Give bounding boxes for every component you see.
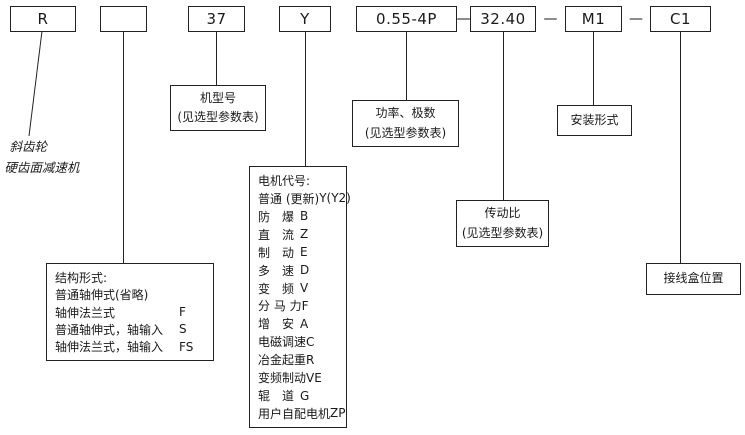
motor-code-row: 制 动 E: [258, 244, 338, 261]
motor-code-code: E: [300, 245, 308, 260]
motor-code-label: 制 动: [258, 245, 295, 260]
motor-code-row: 辊 道 G: [258, 387, 338, 404]
frame-size-line-1: 机型号: [199, 90, 236, 105]
reducer-type-line-1: 斜齿轮: [8, 139, 51, 154]
mounting-line-1: 安装形式: [570, 112, 619, 127]
motor-code-row: 变频制动 VE: [258, 369, 338, 386]
code-box-frame-size: 37: [188, 6, 245, 32]
motor-code-code: R: [306, 352, 315, 367]
motor-code-label: 直 流: [258, 227, 295, 242]
junction-box-line-1: 接线盒位置: [663, 271, 724, 286]
motor-code-label: 增 安: [258, 317, 295, 332]
callout-frame-size: 机型号 (见选型参数表): [170, 85, 266, 131]
ratio-line-1: 传动比: [484, 206, 521, 221]
motor-code-label: 多 速: [258, 263, 295, 278]
structure-row: 轴伸法兰式 F: [55, 304, 205, 321]
motor-code-row: 多 速 D: [258, 262, 338, 279]
structure-row-label: 轴伸法兰式: [55, 305, 116, 320]
structure-title: 结构形式:: [55, 271, 108, 285]
motor-code-code: Y(Y2): [319, 191, 351, 206]
code-box-power-poles: 0.55-4P: [356, 6, 457, 32]
ratio-line-2: (见选型参数表): [461, 225, 544, 240]
callout-ratio: 传动比 (见选型参数表): [456, 200, 549, 247]
connector-reducer-type: [28, 30, 43, 137]
motor-code-label: 防 爆: [258, 209, 295, 224]
motor-code-code: A: [300, 316, 309, 331]
structure-row-code: S: [179, 322, 187, 337]
motor-code-row: 电磁调速 C: [258, 333, 338, 350]
structure-row: 普通轴伸式(省略): [55, 286, 205, 303]
code-box-ratio: 32.40: [470, 6, 536, 32]
motor-code-title: 电机代号:: [258, 174, 311, 188]
callout-structure-form: 结构形式: 普通轴伸式(省略) 轴伸法兰式 F 普通轴伸式，轴输入 S 轴伸法兰…: [46, 263, 214, 361]
power-poles-line-1: 功率、极数: [375, 106, 436, 121]
callout-power-poles: 功率、极数 (见选型参数表): [352, 100, 459, 147]
motor-code-label: 变 频: [258, 281, 295, 296]
motor-code-row: 直 流 Z: [258, 226, 338, 243]
motor-code-label: 辊 道: [258, 389, 295, 404]
callout-junction-box: 接线盒位置: [646, 263, 741, 295]
structure-row: 轴伸法兰式，轴输入 FS: [55, 338, 205, 355]
code-box-structure: [100, 6, 147, 32]
motor-code-code: ZP: [330, 406, 346, 421]
power-poles-line-2: (见选型参数表): [364, 125, 447, 140]
structure-row: 普通轴伸式，轴输入 S: [55, 321, 205, 338]
motor-code-code: VE: [306, 370, 322, 385]
motor-code-code: B: [300, 209, 309, 224]
motor-code-label: 变频制动: [258, 371, 307, 386]
motor-code-label: 冶金起重: [258, 353, 307, 368]
motor-code-code: D: [300, 263, 310, 278]
motor-code-label: 分 马 力: [258, 299, 302, 314]
motor-code-label: 普通 (更新): [258, 191, 320, 206]
motor-code-row: 冶金起重 R: [258, 351, 338, 368]
separator-dash-1: —: [456, 11, 471, 27]
motor-code-code: Z: [300, 227, 309, 242]
motor-code-row: 防 爆 B: [258, 208, 338, 225]
code-box-junction-box: C1: [650, 6, 711, 32]
motor-code-code: V: [300, 281, 309, 296]
frame-size-line-2: (见选型参数表): [177, 110, 259, 124]
code-box-mounting: M1: [565, 6, 622, 32]
structure-row-code: FS: [179, 339, 194, 354]
code-box-series: R: [10, 6, 76, 32]
reducer-type-line-2: 硬齿面减速机: [3, 160, 83, 176]
structure-row-code: F: [179, 305, 186, 319]
motor-code-row: 增 安 A: [258, 315, 338, 332]
motor-code-code: C: [306, 334, 315, 349]
motor-code-label: 电磁调速: [258, 335, 307, 350]
callout-motor-code: 电机代号: 普通 (更新) Y(Y2) 防 爆 B 直 流 Z 制 动 E 多 …: [249, 166, 351, 428]
separator-dash-3: —: [629, 11, 643, 27]
structure-row-label: 轴伸法兰式，轴输入: [55, 340, 164, 354]
motor-code-code: F: [301, 298, 309, 313]
motor-code-code: G: [300, 388, 310, 403]
separator-dash-2: —: [543, 11, 558, 27]
motor-code-row: 分 马 力 F: [258, 297, 338, 314]
motor-code-row: 变 频 V: [258, 280, 338, 297]
callout-mounting: 安装形式: [557, 105, 632, 136]
reducer-type-label: 斜齿轮 硬齿面减速机: [3, 136, 144, 179]
motor-code-row: 普通 (更新) Y(Y2): [258, 190, 351, 207]
structure-row-label: 普通轴伸式(省略): [55, 288, 149, 303]
code-box-motor-code: Y: [279, 6, 331, 32]
motor-code-row: 用户自配电机 ZP: [258, 405, 345, 422]
motor-code-label: 用户自配电机: [258, 406, 331, 421]
structure-row-label: 普通轴伸式，轴输入: [55, 322, 164, 337]
